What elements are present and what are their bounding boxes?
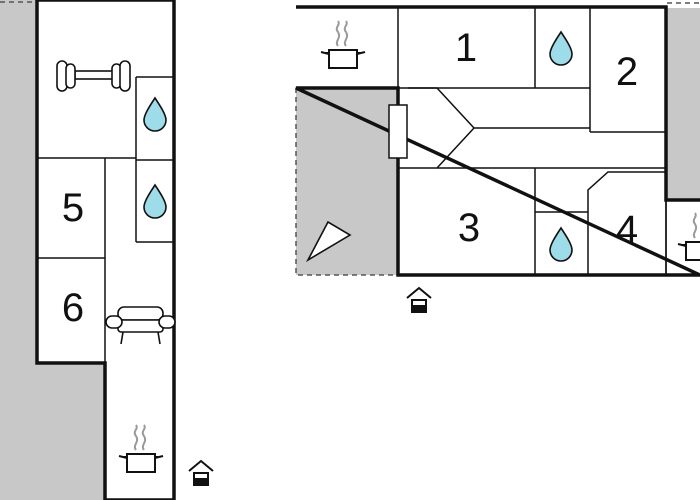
room-label-2: 2 xyxy=(616,50,638,94)
cooking-pot-icon xyxy=(320,20,366,69)
cooking-pot-icon xyxy=(118,424,164,473)
sofa-icon xyxy=(105,306,176,345)
terrace-area xyxy=(296,88,398,275)
water-drop-icon xyxy=(143,184,167,219)
room-label-1: 1 xyxy=(455,26,477,70)
water-drop-icon xyxy=(143,97,167,132)
terrace-outline-dashed xyxy=(295,88,398,276)
cooking-pot-icon xyxy=(677,212,700,261)
water-drop-icon xyxy=(549,227,573,262)
room-label-4: 4 xyxy=(616,208,638,252)
door-panel xyxy=(388,104,408,159)
terrace-triangle-icon xyxy=(305,220,352,263)
entrance-icon xyxy=(406,287,432,313)
outdoor-area-left-bottom xyxy=(37,363,105,500)
outdoor-area-left xyxy=(0,0,37,500)
room-label-3: 3 xyxy=(458,206,480,250)
water-drop-icon xyxy=(549,31,573,66)
left-building xyxy=(35,0,176,500)
outdoor-area-right xyxy=(666,8,700,200)
room-label-5: 5 xyxy=(62,186,84,230)
room-label-6: 6 xyxy=(62,286,84,330)
entrance-icon xyxy=(188,460,214,486)
dumbbell-icon xyxy=(56,60,131,92)
right-building xyxy=(295,5,700,277)
